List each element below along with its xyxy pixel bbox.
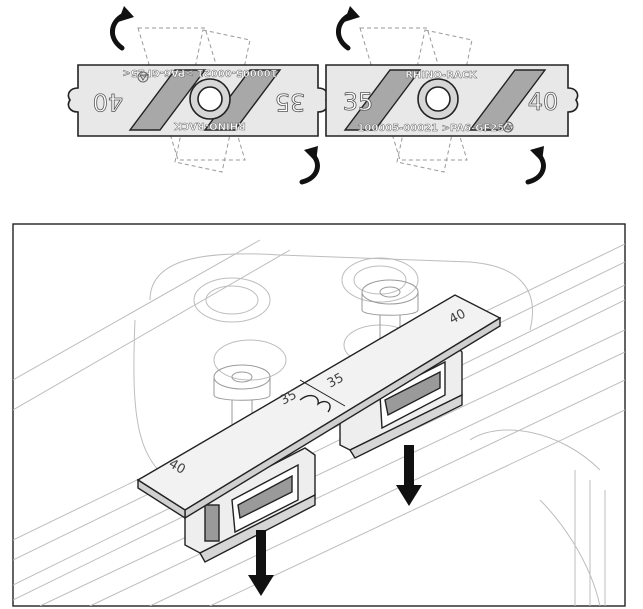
recycle-icon <box>502 121 514 133</box>
right-plate-insert <box>343 69 422 131</box>
rotate-arrow-icon <box>299 146 320 185</box>
assembly-label-plate-left-a: 40 <box>166 456 188 477</box>
down-arrow-icon <box>396 445 422 506</box>
assembly-frame: 40 35 35 40 <box>12 223 626 607</box>
rotate-arrow-icon <box>525 146 546 185</box>
ghost-bolt-left <box>213 364 271 440</box>
left-plate: 40 35 100005-00021 >PA6-GF25< RHINO-RACK <box>67 64 329 137</box>
down-arrow-icon <box>248 530 274 596</box>
right-plate-bolt-hole-inner <box>425 86 451 112</box>
left-plate-insert <box>128 69 207 131</box>
assembly-label-plate-left-b: 35 <box>278 388 300 409</box>
left-plate-bolt-hole-inner <box>197 86 223 112</box>
top-plates-illustration: 40 35 100005-00021 >PA6-GF25< RHINO-RACK… <box>67 6 579 185</box>
assembly-label-plate-right-a: 35 <box>325 371 347 392</box>
right-clamp-block <box>339 344 463 459</box>
rotate-arrow-icon <box>110 6 134 51</box>
left-plate-part-number: 100005-00021 >PA6-GF25< <box>122 67 277 78</box>
left-plate-insert-b <box>203 69 282 131</box>
right-plate-part-number: 100005-00021 >PA6-GF25< <box>357 123 512 134</box>
right-plate-size-large: 40 <box>528 88 559 116</box>
rotate-arrow-icon <box>336 6 360 51</box>
left-plate-size-large: 35 <box>275 88 306 116</box>
right-plate: 35 40 RHINO-RACK 100005-00021 >PA6-GF25< <box>325 64 579 137</box>
assembled-plate <box>136 294 502 520</box>
recycle-icon <box>137 71 149 83</box>
left-plate-brand: RHINO-RACK <box>173 120 246 131</box>
right-plate-brand: RHINO-RACK <box>405 70 478 81</box>
assembly-label-plate-right-b: 40 <box>447 307 469 328</box>
right-plate-size-small: 35 <box>343 88 374 116</box>
left-plate-size-small: 40 <box>93 88 124 116</box>
right-plate-insert-b <box>468 69 547 131</box>
left-clamp-block <box>184 447 316 563</box>
